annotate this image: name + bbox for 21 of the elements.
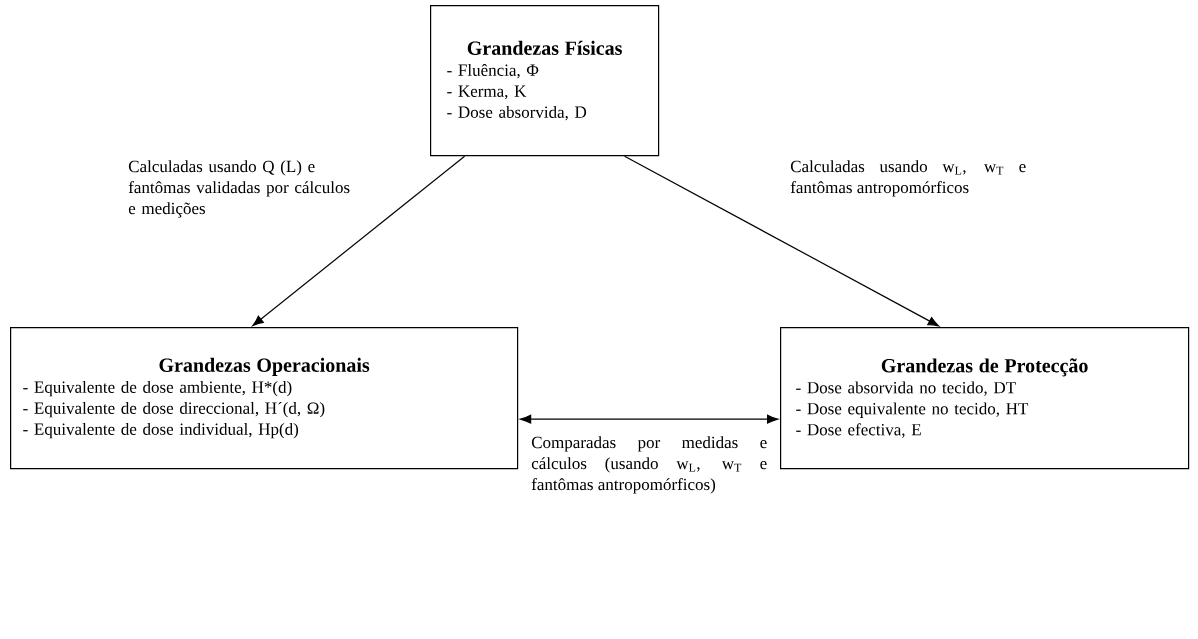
- quantity-box: [780, 327, 1190, 470]
- list-item: - Dose absorvida no tecido, DT: [796, 381, 1016, 396]
- arrow: [624, 155, 940, 327]
- list-item: - Fluência, Φ: [447, 63, 539, 79]
- edge-label: Calculadas usando Q (L) e fantômas validadas por cálculos e medições: [128, 160, 350, 218]
- edge-label: Calculadas usando w$_{L}$, w$_{T}$ e fantômas antropomórficos: [790, 160, 1026, 197]
- list-item: - Equivalente de dose direccional, H´(d, Ω): [23, 401, 325, 418]
- arrow: [520, 414, 779, 424]
- box-heading: Grandezas de Protecção: [881, 358, 1088, 377]
- list-item: - Dose absorvida, D: [447, 105, 587, 121]
- list-item: - Kerma, K: [447, 85, 527, 100]
- arrow: [252, 155, 466, 327]
- list-item: - Dose equivalente no tecido, HT: [796, 402, 1029, 418]
- quantity-box: [430, 5, 660, 157]
- quantity-box: [10, 327, 519, 470]
- list-item: - Dose efectiva, E: [796, 423, 921, 438]
- edge-label: Comparadas por medidas e cálculos (usando w$_{L}$, w$_{T}$ e fantômas antropomórficos): [531, 436, 767, 494]
- box-heading: Grandezas Operacionais: [159, 357, 370, 376]
- list-item: - Equivalente de dose ambiente, H*(d): [23, 380, 292, 397]
- box-heading: Grandezas Físicas: [467, 40, 622, 55]
- list-item: - Equivalente de dose individual, Hp(d): [23, 422, 299, 439]
